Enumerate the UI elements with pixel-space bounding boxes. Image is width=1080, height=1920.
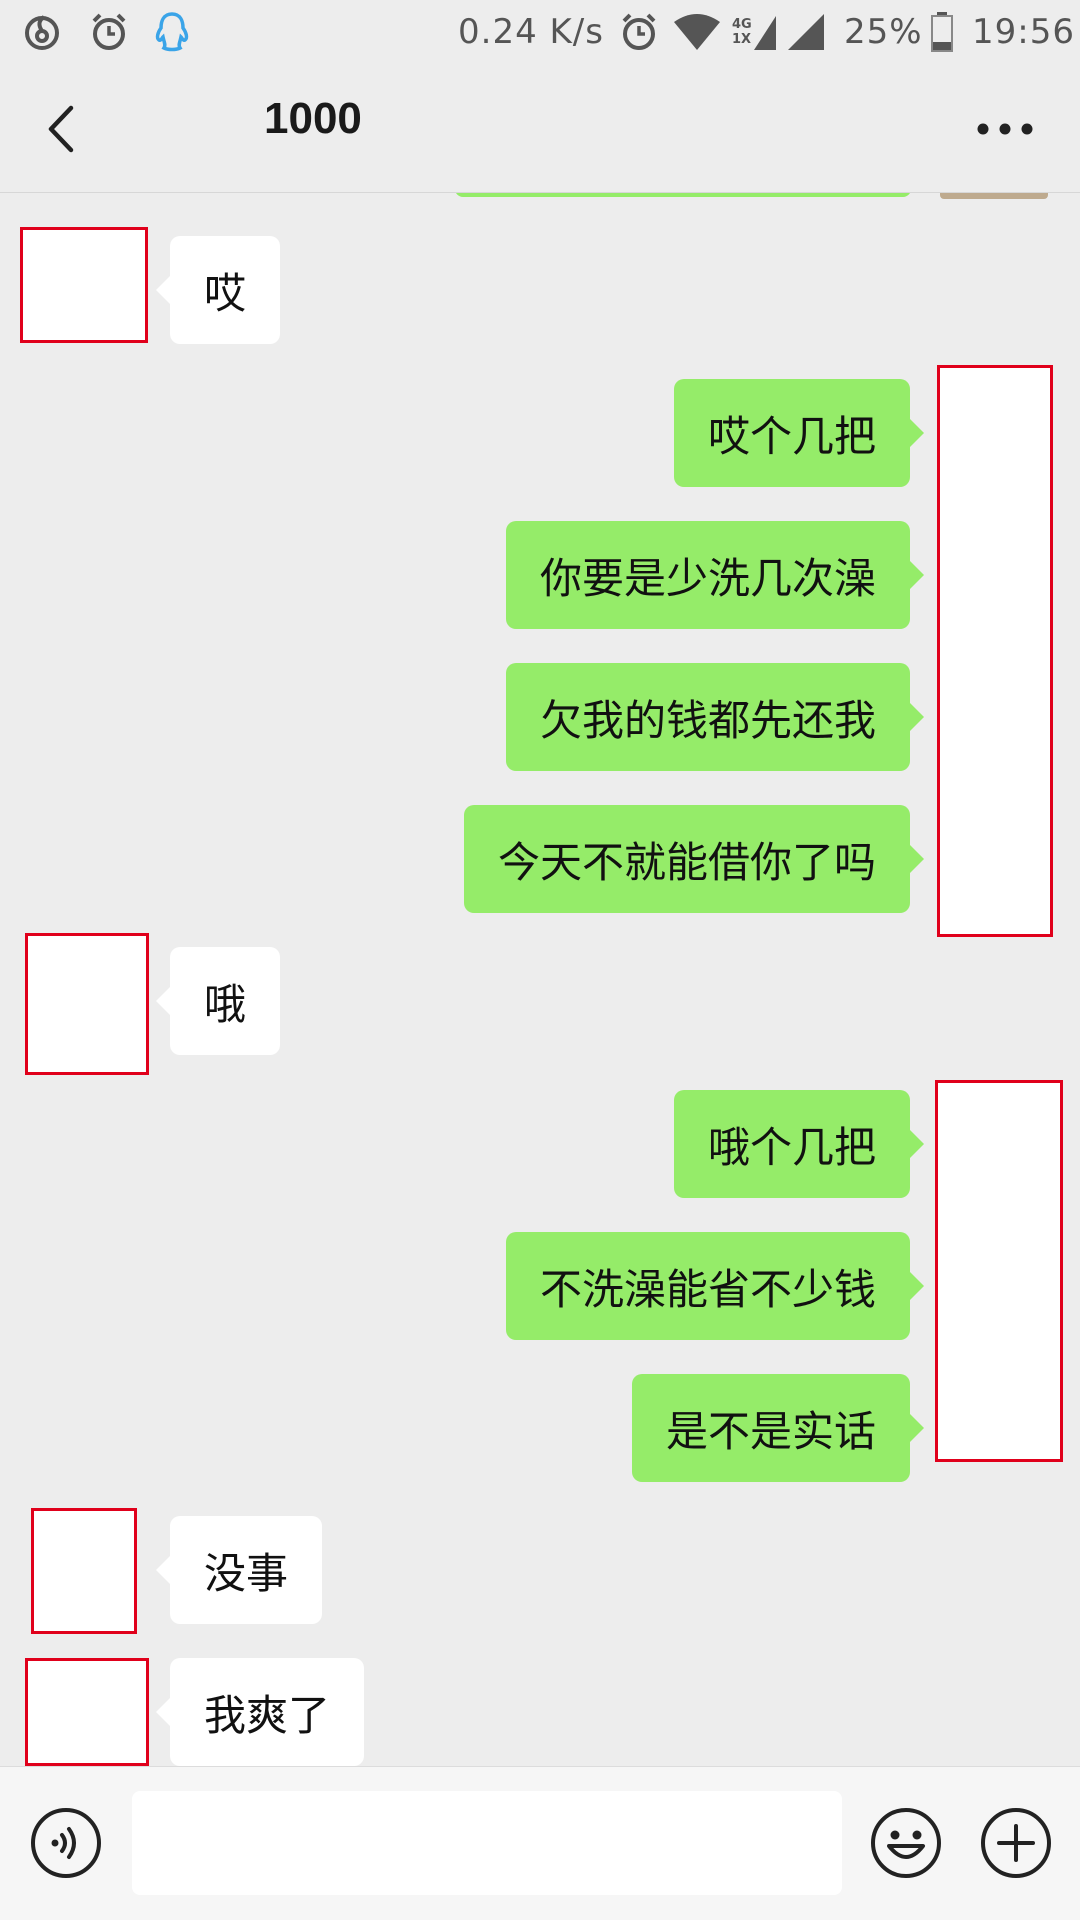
message-text: 哦 bbox=[204, 979, 247, 1029]
message-text: 欠我的钱都先还我 bbox=[539, 695, 876, 745]
chevron-left-icon bbox=[48, 105, 74, 153]
wifi-icon bbox=[672, 8, 722, 56]
incoming-message[interactable]: 没事 bbox=[155, 1516, 323, 1624]
network-type-top: 4G bbox=[732, 17, 752, 32]
message-text: 不洗澡能省不少钱 bbox=[539, 1264, 876, 1314]
clock-time: 19:56 bbox=[972, 12, 1075, 52]
outgoing-message[interactable]: 不洗澡能省不少钱 bbox=[505, 1232, 925, 1340]
voice-icon bbox=[31, 1808, 101, 1878]
battery-percent: 25% bbox=[844, 12, 923, 52]
contact-avatar[interactable] bbox=[31, 1508, 137, 1634]
emoji-icon bbox=[871, 1808, 941, 1878]
message-text: 是不是实话 bbox=[665, 1406, 876, 1456]
outgoing-message[interactable]: 欠我的钱都先还我 bbox=[505, 663, 925, 771]
more-actions-button[interactable] bbox=[978, 1805, 1054, 1881]
outgoing-message[interactable]: 哎个几把 bbox=[673, 379, 925, 487]
battery-icon bbox=[930, 8, 954, 56]
message-text: 哎个几把 bbox=[707, 411, 876, 461]
message-text: 哦个几把 bbox=[707, 1122, 876, 1172]
alarm-icon bbox=[618, 8, 660, 56]
self-avatar[interactable] bbox=[935, 1080, 1063, 1462]
incoming-message[interactable]: 我爽了 bbox=[155, 1658, 365, 1766]
outgoing-message[interactable]: 哦个几把 bbox=[673, 1090, 925, 1198]
contact-avatar[interactable] bbox=[25, 1658, 149, 1766]
chat-header: 1000 bbox=[0, 64, 1080, 193]
message-text: 今天不就能借你了吗 bbox=[497, 837, 876, 887]
qq-icon bbox=[152, 8, 192, 56]
emoji-button[interactable] bbox=[868, 1805, 944, 1881]
message-text: 哎 bbox=[204, 268, 247, 318]
network-type-bottom: 1X bbox=[732, 32, 752, 47]
partial-message-bubble bbox=[455, 193, 911, 197]
message-list[interactable]: 哎 哎个几把 你要是少洗几次澡 欠我的钱都先还我 今天不就能借你了吗 哦 哦个几… bbox=[0, 193, 1080, 1766]
network-type: 4G 1X bbox=[732, 8, 752, 56]
incoming-message[interactable]: 哦 bbox=[155, 947, 281, 1055]
contact-avatar[interactable] bbox=[25, 933, 149, 1075]
message-text: 我爽了 bbox=[204, 1690, 331, 1740]
back-button[interactable] bbox=[30, 94, 90, 164]
network-speed: 0.24 K/s bbox=[458, 12, 604, 52]
incoming-message[interactable]: 哎 bbox=[155, 236, 281, 344]
more-dots-icon bbox=[977, 123, 1033, 135]
plus-icon bbox=[981, 1808, 1051, 1878]
contact-avatar[interactable] bbox=[20, 227, 148, 343]
signal-icon bbox=[786, 8, 826, 56]
netease-music-icon bbox=[22, 8, 62, 56]
signal-icon-small bbox=[752, 8, 778, 56]
outgoing-message[interactable]: 是不是实话 bbox=[631, 1374, 925, 1482]
outgoing-message[interactable]: 今天不就能借你了吗 bbox=[463, 805, 925, 913]
more-options-button[interactable] bbox=[970, 104, 1040, 154]
partial-avatar bbox=[940, 193, 1048, 199]
input-bar bbox=[0, 1766, 1080, 1920]
message-input[interactable] bbox=[132, 1791, 842, 1895]
message-text: 没事 bbox=[204, 1548, 289, 1598]
status-bar: 0.24 K/s 4G 1X 25% bbox=[0, 0, 1080, 64]
chat-title: 1000 bbox=[264, 94, 362, 143]
self-avatar[interactable] bbox=[937, 365, 1053, 937]
outgoing-message[interactable]: 你要是少洗几次澡 bbox=[505, 521, 925, 629]
voice-button[interactable] bbox=[28, 1805, 104, 1881]
alarm-icon bbox=[88, 8, 130, 56]
message-text: 你要是少洗几次澡 bbox=[539, 553, 876, 603]
